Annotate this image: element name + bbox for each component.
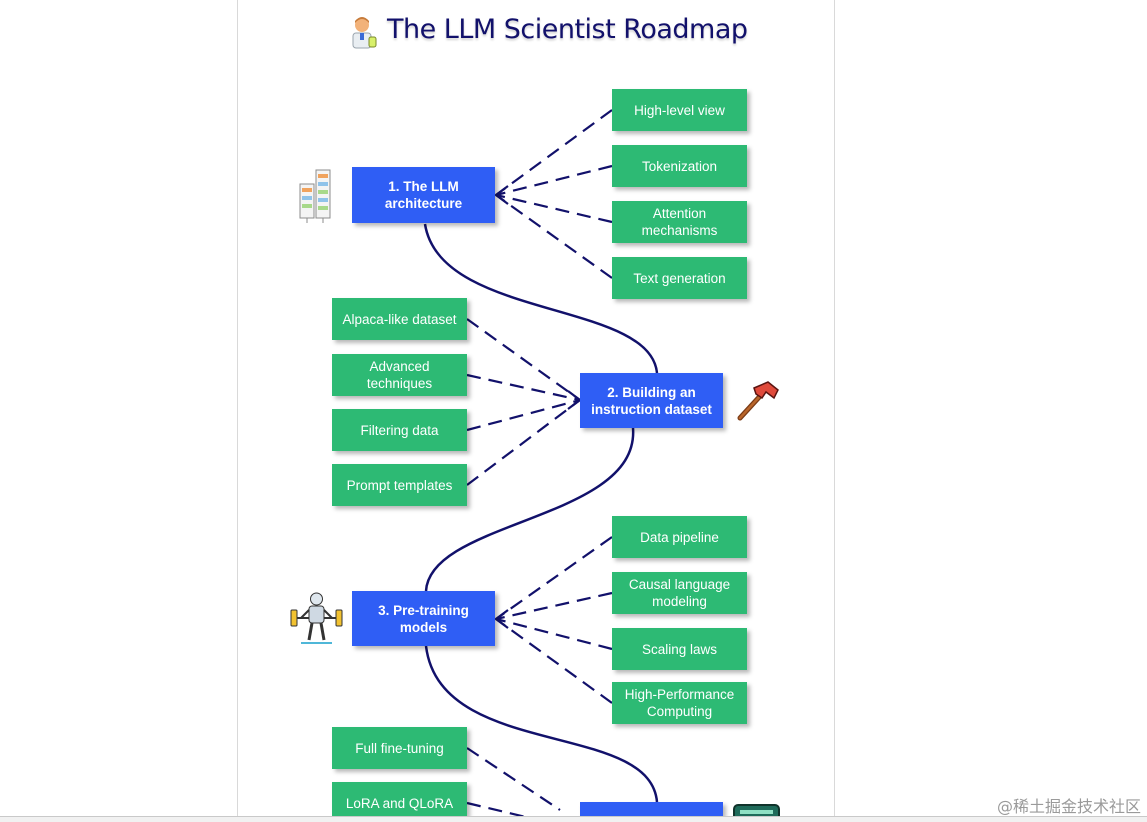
edge-1b [495, 164, 613, 197]
topic-advanced-techniques[interactable]: Advanced techniques [332, 354, 467, 396]
step-2-node[interactable]: 2. Building an instruction dataset [580, 373, 723, 428]
topic-data-pipeline[interactable]: Data pipeline [612, 516, 747, 558]
main-path-1-2 [423, 223, 659, 374]
edge-3a [495, 536, 613, 620]
edge-3c [495, 617, 613, 651]
topic-full-fine-tuning[interactable]: Full fine-tuning [332, 727, 467, 769]
edge-1c [495, 193, 613, 224]
arrowhead-3 [494, 609, 509, 629]
scientist-icon [348, 16, 378, 50]
edge-2a [466, 318, 581, 401]
hammer-icon [732, 378, 780, 424]
topic-causal-language-modeling[interactable]: Causal language modeling [612, 572, 747, 614]
topic-attention-mechanisms[interactable]: Attention mechanisms [612, 201, 747, 243]
step-4-node[interactable] [580, 802, 723, 816]
edge-4b [466, 801, 531, 820]
edge-1a [495, 109, 613, 196]
page-title: The LLM Scientist Roadmap [387, 14, 748, 45]
step-3-node[interactable]: 3. Pre-training models [352, 591, 495, 646]
main-path-3-4 [424, 645, 659, 803]
topic-tokenization[interactable]: Tokenization [612, 145, 747, 187]
arrowhead-2 [567, 390, 582, 410]
edge-3d [495, 618, 613, 704]
main-path-2-3 [424, 427, 635, 592]
terminal-icon [733, 804, 780, 816]
topic-scaling-laws[interactable]: Scaling laws [612, 628, 747, 670]
edge-2d [466, 399, 581, 486]
topic-alpaca-like-dataset[interactable]: Alpaca-like dataset [332, 298, 467, 340]
topic-high-performance-computing[interactable]: High-Performance Computing [612, 682, 747, 724]
bottom-scrollbar[interactable] [0, 816, 1147, 822]
topic-lora-and-qlora[interactable]: LoRA and QLoRA [332, 782, 467, 816]
edge-2c [466, 398, 581, 432]
edge-2b [466, 373, 581, 402]
edge-1d [495, 194, 613, 279]
arrowhead-1 [494, 185, 509, 205]
topic-prompt-templates[interactable]: Prompt templates [332, 464, 467, 506]
architecture-icon [296, 166, 336, 224]
step-1-node[interactable]: 1. The LLM architecture [352, 167, 495, 223]
watermark: @稀土掘金技术社区 [996, 797, 1141, 816]
weightlifting-robot-icon [289, 590, 344, 646]
topic-high-level-view[interactable]: High-level view [612, 89, 747, 131]
topic-filtering-data[interactable]: Filtering data [332, 409, 467, 451]
edge-4a [466, 747, 561, 811]
edge-3b [495, 591, 613, 621]
topic-text-generation[interactable]: Text generation [612, 257, 747, 299]
